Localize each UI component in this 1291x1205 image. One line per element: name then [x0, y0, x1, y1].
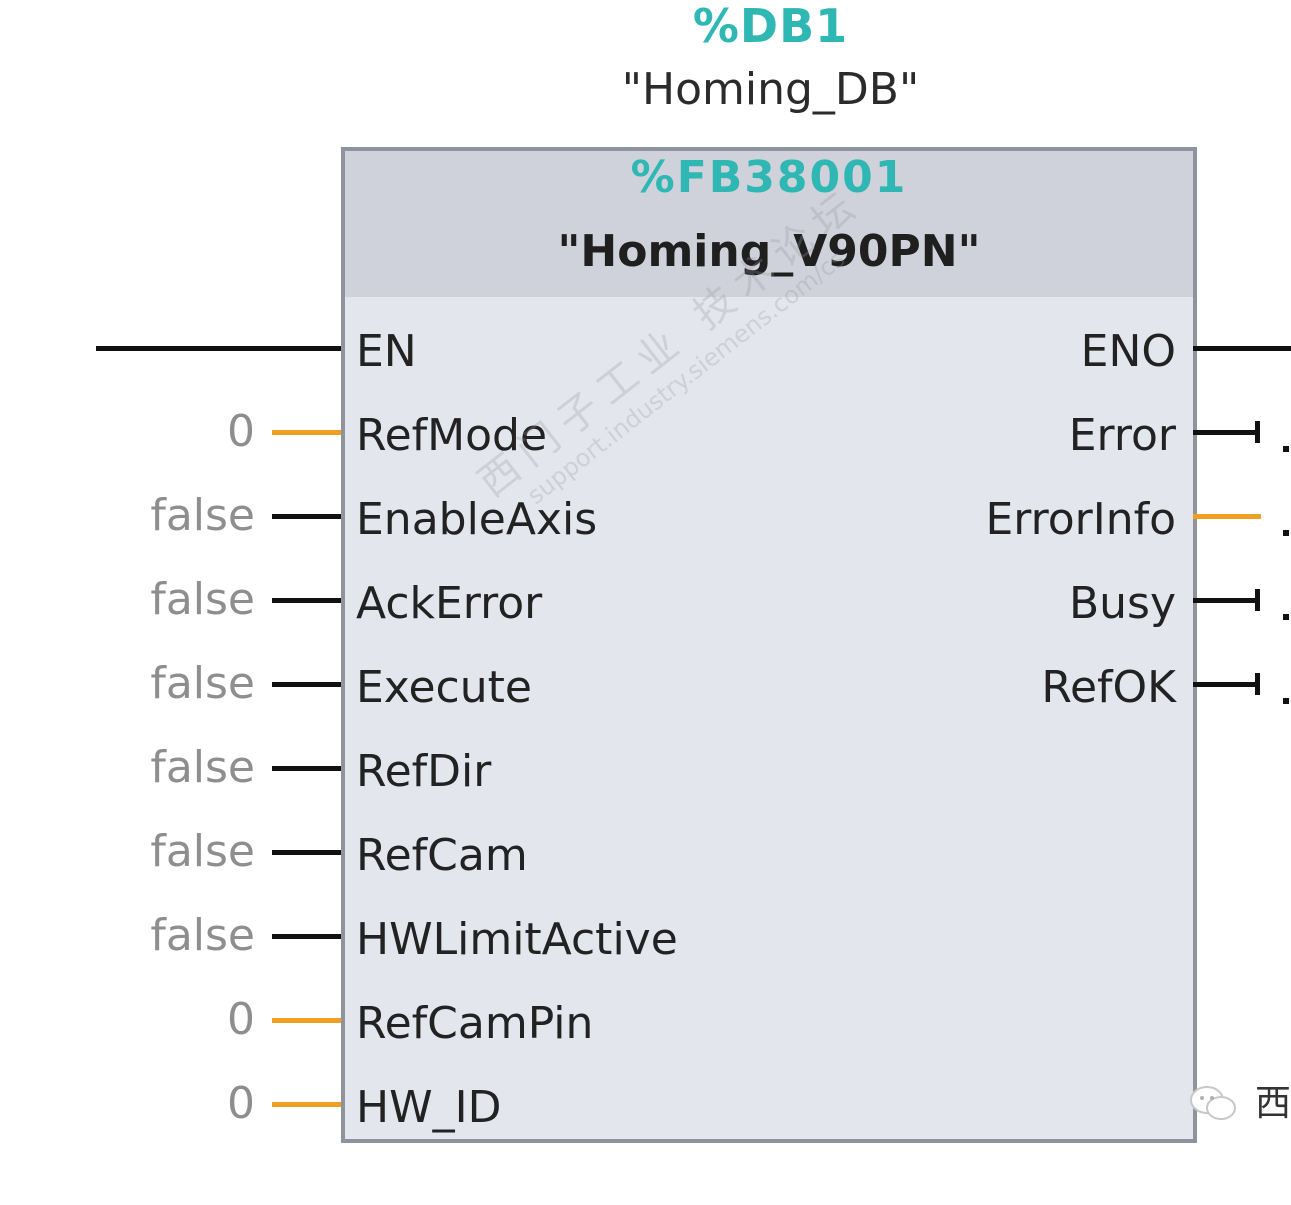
input-pin-en: EN — [356, 326, 417, 377]
input-value-execute[interactable]: false — [150, 658, 255, 709]
input-pin-refcam: RefCam — [356, 830, 528, 881]
output-pin-busy: Busy — [1068, 578, 1176, 629]
input-wire-hw-id — [272, 1102, 341, 1107]
input-pin-hwlimitactive: HWLimitActive — [356, 914, 678, 965]
output-placeholder-error[interactable] — [1283, 446, 1289, 452]
instance-db-name[interactable]: "Homing_DB" — [621, 64, 920, 115]
input-pin-hw-id: HW_ID — [356, 1082, 502, 1133]
input-wire-refmode — [272, 430, 341, 435]
function-block-header: %FB38001 "Homing_V90PN" — [345, 151, 1193, 297]
input-value-ackerror[interactable]: false — [150, 574, 255, 625]
output-wire-end-busy — [1255, 589, 1260, 611]
input-pin-refcampin: RefCamPin — [356, 998, 594, 1049]
output-wire-end-error — [1255, 421, 1260, 443]
instance-db-number[interactable]: %DB1 — [692, 0, 849, 53]
output-pin-refok: RefOK — [1041, 662, 1176, 713]
output-placeholder-refok[interactable] — [1283, 698, 1289, 704]
wechat-icon — [1188, 1083, 1240, 1123]
input-pin-ackerror: AckError — [356, 578, 543, 629]
input-value-refcam[interactable]: false — [150, 826, 255, 877]
output-placeholder-busy[interactable] — [1283, 614, 1289, 620]
input-wire-enableaxis — [272, 514, 341, 519]
output-pin-eno: ENO — [1080, 326, 1176, 377]
input-value-hwlimitactive[interactable]: false — [150, 910, 255, 961]
output-placeholder-errorinfo[interactable] — [1283, 530, 1289, 536]
output-wire-end-refok — [1255, 673, 1260, 695]
output-pin-error: Error — [1068, 410, 1176, 461]
function-block-name: "Homing_V90PN" — [557, 226, 981, 277]
input-value-refmode[interactable]: 0 — [227, 406, 255, 457]
input-wire-refdir — [272, 766, 341, 771]
input-wire-refcampin — [272, 1018, 341, 1023]
function-block[interactable]: %FB38001 "Homing_V90PN" — [341, 147, 1197, 1143]
output-wire-errorinfo — [1193, 514, 1261, 519]
input-value-refdir[interactable]: false — [150, 742, 255, 793]
power-rail-out — [1193, 346, 1291, 351]
function-block-number: %FB38001 — [630, 152, 908, 203]
output-wire-busy — [1193, 598, 1259, 603]
output-wire-refok — [1193, 682, 1259, 687]
input-value-refcampin[interactable]: 0 — [227, 994, 255, 1045]
input-wire-ackerror — [272, 598, 341, 603]
output-wire-error — [1193, 430, 1259, 435]
input-value-enableaxis[interactable]: false — [150, 490, 255, 541]
input-wire-refcam — [272, 850, 341, 855]
input-value-hw-id[interactable]: 0 — [227, 1078, 255, 1129]
input-wire-hwlimitactive — [272, 934, 341, 939]
power-rail-in — [96, 346, 341, 351]
input-pin-refmode: RefMode — [356, 410, 548, 461]
output-pin-errorinfo: ErrorInfo — [985, 494, 1176, 545]
corner-badge-text: 西 — [1255, 1083, 1291, 1124]
input-pin-execute: Execute — [356, 662, 532, 713]
input-wire-execute — [272, 682, 341, 687]
input-pin-refdir: RefDir — [356, 746, 492, 797]
input-pin-enableaxis: EnableAxis — [356, 494, 598, 545]
